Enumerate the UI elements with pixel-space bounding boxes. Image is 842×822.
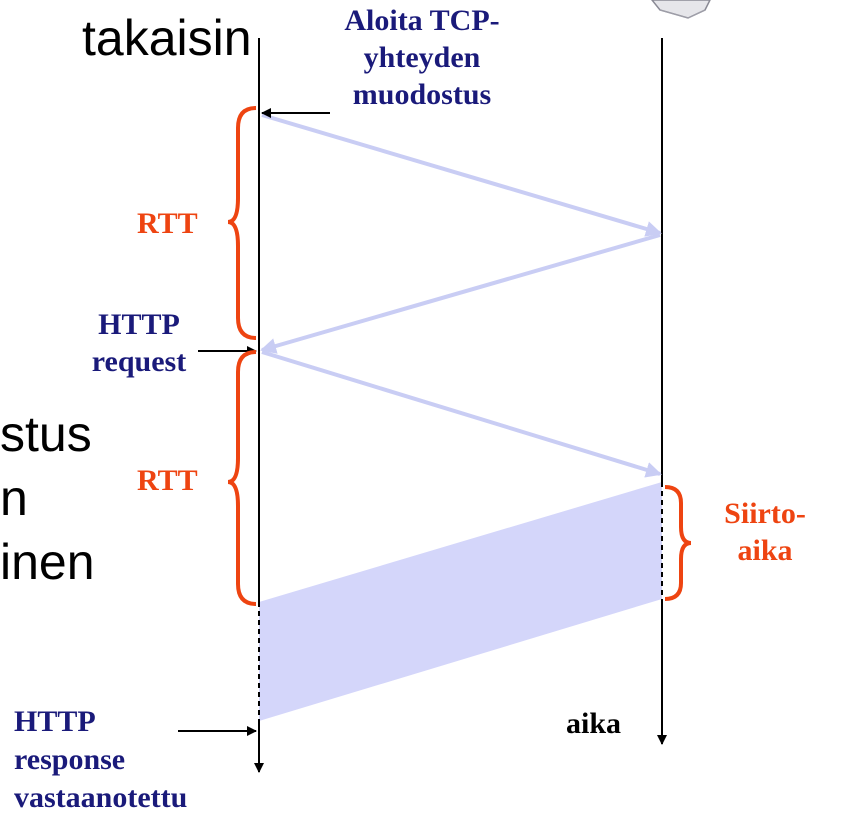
slide-text-n: n [0,470,28,526]
http-response-label: HTTP response vastaanotettu [14,705,188,814]
tcp-init-label: Aloita TCP- yhteyden muodostus [344,4,500,111]
rtt-2-label: RTT [137,464,198,497]
slide-text-stus: stus [0,406,92,462]
tcp-syn-arrow [261,113,662,237]
slide-text-takaisin: takaisin [82,10,252,66]
rtt-1-label: RTT [137,207,198,240]
http-request-label: HTTP request [91,308,187,378]
rtt-1-brace [227,106,257,340]
computer-icon [651,0,711,19]
rtt-2-brace [227,350,257,606]
tcp-synack-arrow [260,233,661,354]
slide-text-inen: inen [0,534,95,590]
transmission-time-brace [664,485,692,601]
http-request-arrow [261,350,662,478]
data-transfer-band [259,482,662,721]
time-axis-label: aika [566,707,622,740]
transmission-time-label: Siirto- aika [724,497,806,567]
